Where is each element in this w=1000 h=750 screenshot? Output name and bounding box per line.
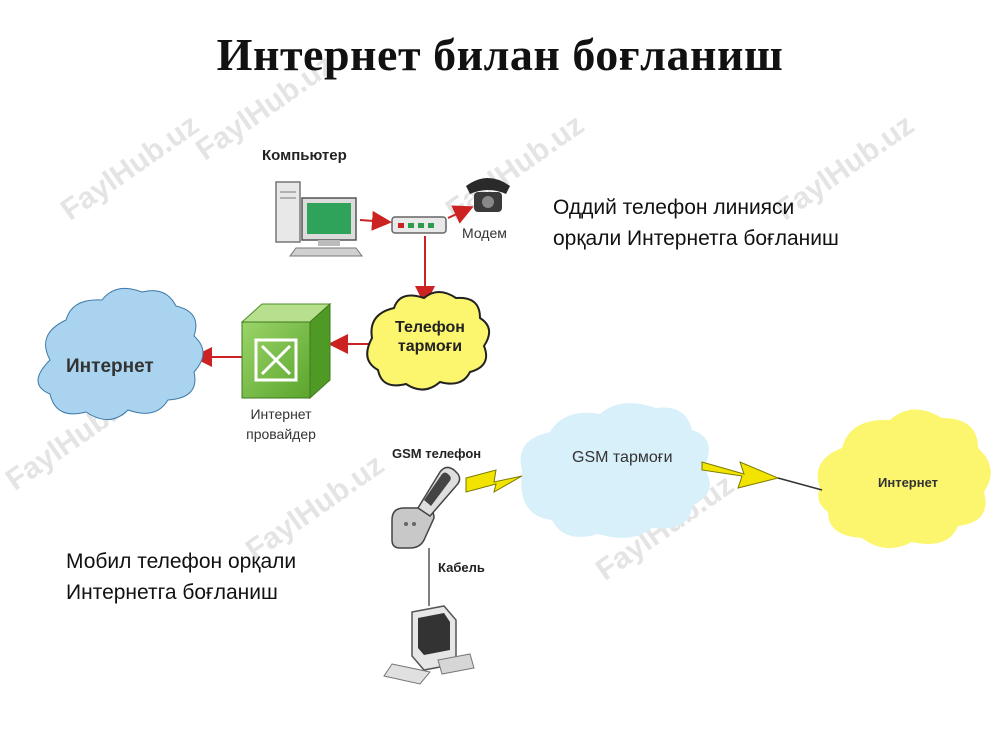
telephone-network-cloud <box>366 291 491 391</box>
provider-label-line-2: провайдер <box>246 426 316 442</box>
internet-cloud-yellow <box>817 409 991 549</box>
caption-mobile-line-2: Интернетга боғланиш <box>66 581 278 604</box>
computer-label: Компьютер <box>262 147 347 164</box>
cable-label: Кабель <box>438 560 485 575</box>
lightning-icon-2 <box>701 461 780 489</box>
telephone-network-label: Телефон тармоғи <box>382 318 478 356</box>
gsm-network-cloud <box>520 403 710 538</box>
telephone-network-label-line-1: Телефон <box>395 319 465 336</box>
gsm-phone-icon <box>391 466 461 549</box>
computer-icon <box>275 181 363 257</box>
internet-label-1: Интернет <box>66 356 154 377</box>
gsm-phone-label: GSM телефон <box>392 446 482 461</box>
modem-label: Модем <box>462 225 507 241</box>
internet-label-2: Интернет <box>878 475 939 490</box>
provider-label: Интернет провайдер <box>226 404 336 444</box>
caption-landline-line-1: Оддий телефон линияси <box>553 196 795 219</box>
caption-mobile: Мобил телефон орқали Интернетга боғланиш <box>66 546 296 608</box>
modem-icon <box>391 216 447 234</box>
caption-mobile-line-1: Мобил телефон орқали <box>66 550 297 573</box>
gsm-network-label: GSM тармоғи <box>572 449 673 466</box>
telephone-icon <box>466 178 510 212</box>
lightning-icon-1 <box>465 469 523 494</box>
provider-label-line-1: Интернет <box>250 406 312 422</box>
page-title: Интернет билан боғланиш <box>216 29 784 80</box>
caption-landline-line-2: орқали Интернетга боғланиш <box>553 227 839 250</box>
internet-cloud-blue <box>37 287 204 420</box>
computer-icon-bottom <box>383 605 475 685</box>
telephone-network-label-line-2: тармоғи <box>397 338 463 355</box>
provider-icon <box>240 302 332 400</box>
caption-landline: Оддий телефон линияси орқали Интернетга … <box>553 192 839 254</box>
